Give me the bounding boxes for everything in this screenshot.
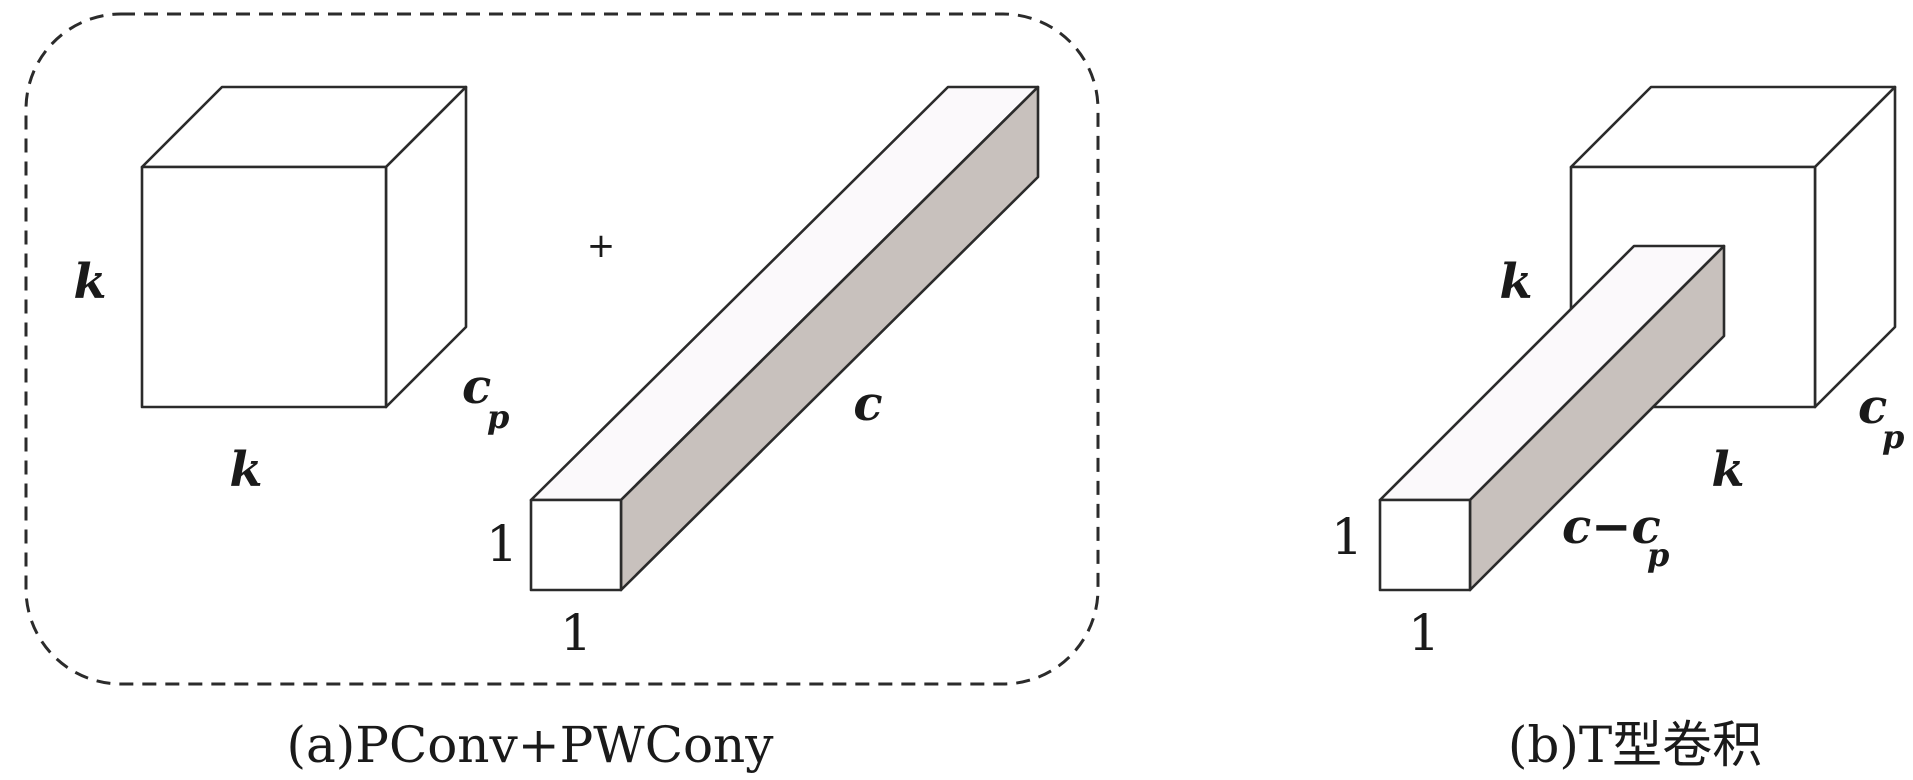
dashed-group-frame — [24, 12, 1100, 686]
bar-length-label: c−c — [1562, 499, 1661, 555]
cube-bottom-label: k — [1711, 442, 1744, 498]
cube-side-label: k — [1499, 254, 1532, 310]
cube-front-face — [140, 165, 388, 409]
cube-bottom-label: k — [229, 442, 262, 498]
bar-front-face — [1378, 498, 1472, 592]
bar-length-label: c — [853, 376, 882, 432]
panel-b-caption: (b)T型卷积 — [1508, 716, 1762, 774]
bar-top-face — [529, 85, 1040, 502]
panel-a-caption: (a)PConv+PWCony — [286, 716, 774, 774]
bar-width-label: 1 — [560, 604, 592, 662]
t-shaped-kernel-bar — [1378, 244, 1726, 592]
bar-length-label-subscript: p — [1647, 536, 1669, 574]
cube-depth-label-subscript: p — [487, 398, 509, 436]
plus-sign: + — [587, 226, 616, 266]
bar-front-face — [529, 498, 623, 592]
panel-a: k k c p + c 1 1 (a)PConv+PWCony — [24, 12, 1100, 774]
cube-depth-label: c — [1858, 379, 1887, 435]
pconv-kernel-cube — [140, 85, 468, 409]
bar-side-face — [619, 85, 1040, 592]
cube-side-label: k — [73, 254, 106, 310]
bar-height-label: 1 — [486, 515, 518, 573]
cube-depth-label: c — [462, 359, 491, 415]
bar-width-label: 1 — [1408, 604, 1440, 662]
panel-b: k k c p c−c p 1 1 (b)T型卷积 — [1331, 85, 1904, 774]
cube-depth-label-subscript: p — [1882, 418, 1904, 456]
pwconv-kernel-bar — [529, 85, 1040, 592]
bar-height-label: 1 — [1331, 508, 1363, 566]
